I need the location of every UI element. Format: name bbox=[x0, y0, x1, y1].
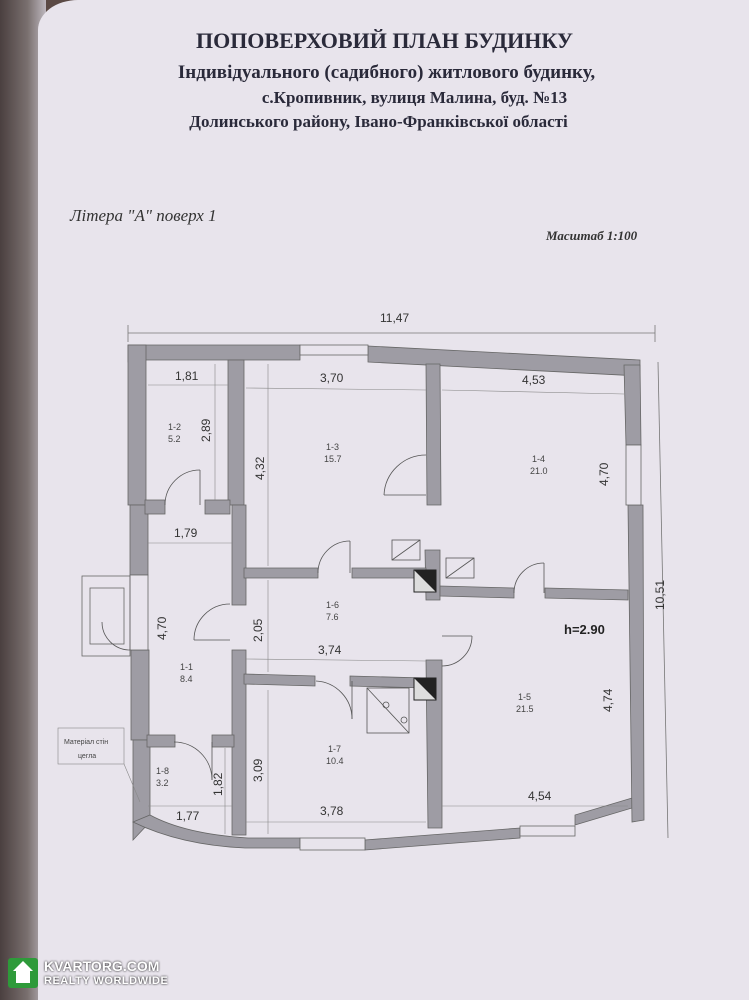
fixtures bbox=[366, 539, 475, 734]
dim-3-74: 3,74 bbox=[318, 643, 342, 657]
watermark-line-1: KVARTORG.COM bbox=[44, 958, 160, 975]
document-subtitle-1: Індивідуального (садибного) житлового бу… bbox=[177, 62, 596, 83]
dim-3-09: 3,09 bbox=[251, 758, 265, 782]
dim-overall-width: 11,47 bbox=[380, 311, 409, 325]
dim-1-82: 1,82 bbox=[211, 772, 225, 796]
overall-dimension-lines bbox=[127, 325, 669, 839]
wall-material-note: Матеріал стін цегла bbox=[57, 727, 141, 803]
house-logo-icon bbox=[8, 958, 38, 988]
note-line-1: Матеріал стін bbox=[64, 738, 108, 746]
svg-text:1-8: 1-8 bbox=[156, 766, 169, 776]
chimney-blocks bbox=[413, 569, 437, 701]
svg-text:15.7: 15.7 bbox=[324, 454, 342, 464]
dim-3-78: 3,78 bbox=[320, 804, 344, 818]
svg-text:21.5: 21.5 bbox=[516, 704, 534, 714]
svg-text:1-6: 1-6 bbox=[326, 600, 339, 610]
svg-text:21.0: 21.0 bbox=[530, 466, 548, 476]
room-1-3: 1-3 15.7 bbox=[324, 442, 342, 464]
dim-overall-height: 10,51 bbox=[653, 580, 667, 610]
svg-text:8.4: 8.4 bbox=[180, 674, 193, 684]
svg-text:10.4: 10.4 bbox=[326, 756, 344, 766]
dim-4-70-left: 4,70 bbox=[155, 616, 169, 640]
dim-4-32: 4,32 bbox=[253, 456, 267, 480]
document-subtitle-3: Долинського району, Івано-Франківської о… bbox=[189, 112, 568, 131]
room-1-7: 1-7 10.4 bbox=[326, 744, 344, 766]
room-1-4: 1-4 21.0 bbox=[530, 454, 548, 476]
dim-4-54: 4,54 bbox=[528, 789, 552, 803]
room-1-6: 1-6 7.6 bbox=[326, 600, 339, 622]
document-subtitle-2: с.Кропивник, вулиця Малина, буд. №13 bbox=[261, 88, 568, 107]
dim-4-74: 4,74 bbox=[601, 688, 615, 712]
windows bbox=[129, 344, 642, 851]
floor-label: Літера "А" поверх 1 bbox=[70, 206, 217, 225]
scale-label: Масштаб 1:100 bbox=[546, 228, 638, 243]
dim-2-05: 2,05 bbox=[251, 618, 265, 642]
room-1-1: 1-1 8.4 bbox=[180, 662, 193, 684]
svg-text:1-7: 1-7 bbox=[328, 744, 341, 754]
svg-text:1-2: 1-2 bbox=[168, 422, 181, 432]
room-1-8: 1-8 3.2 bbox=[156, 766, 169, 788]
dim-3-70: 3,70 bbox=[320, 371, 344, 385]
svg-text:1-3: 1-3 bbox=[326, 442, 339, 452]
svg-text:3.2: 3.2 bbox=[156, 778, 169, 788]
watermark: KVARTORG.COM REALTY WORLDWIDE bbox=[8, 958, 168, 988]
doors bbox=[101, 454, 545, 781]
svg-text:1-1: 1-1 bbox=[180, 662, 193, 672]
svg-text:5.2: 5.2 bbox=[168, 434, 181, 444]
dim-4-53: 4,53 bbox=[522, 373, 546, 387]
note-line-2: цегла bbox=[78, 753, 96, 760]
room-1-2: 1-2 5.2 bbox=[168, 422, 181, 444]
dim-1-77: 1,77 bbox=[176, 809, 200, 823]
room-1-5: 1-5 21.5 bbox=[516, 692, 534, 714]
dim-4-70-right: 4,70 bbox=[597, 462, 611, 486]
document-title: ПОПОВЕРХОВИЙ ПЛАН БУДИНКУ bbox=[195, 28, 574, 53]
ceiling-height-label: h=2.90 bbox=[564, 622, 605, 637]
svg-text:1-4: 1-4 bbox=[532, 454, 545, 464]
dim-2-89: 2,89 bbox=[199, 418, 213, 442]
watermark-line-2: REALTY WORLDWIDE bbox=[44, 974, 169, 987]
inner-dimension-lines bbox=[148, 364, 628, 834]
dim-1-79: 1,79 bbox=[174, 526, 198, 540]
svg-text:7.6: 7.6 bbox=[326, 612, 339, 622]
svg-text:1-5: 1-5 bbox=[518, 692, 531, 702]
dim-1-81: 1,81 bbox=[175, 369, 199, 383]
porch bbox=[81, 575, 131, 657]
